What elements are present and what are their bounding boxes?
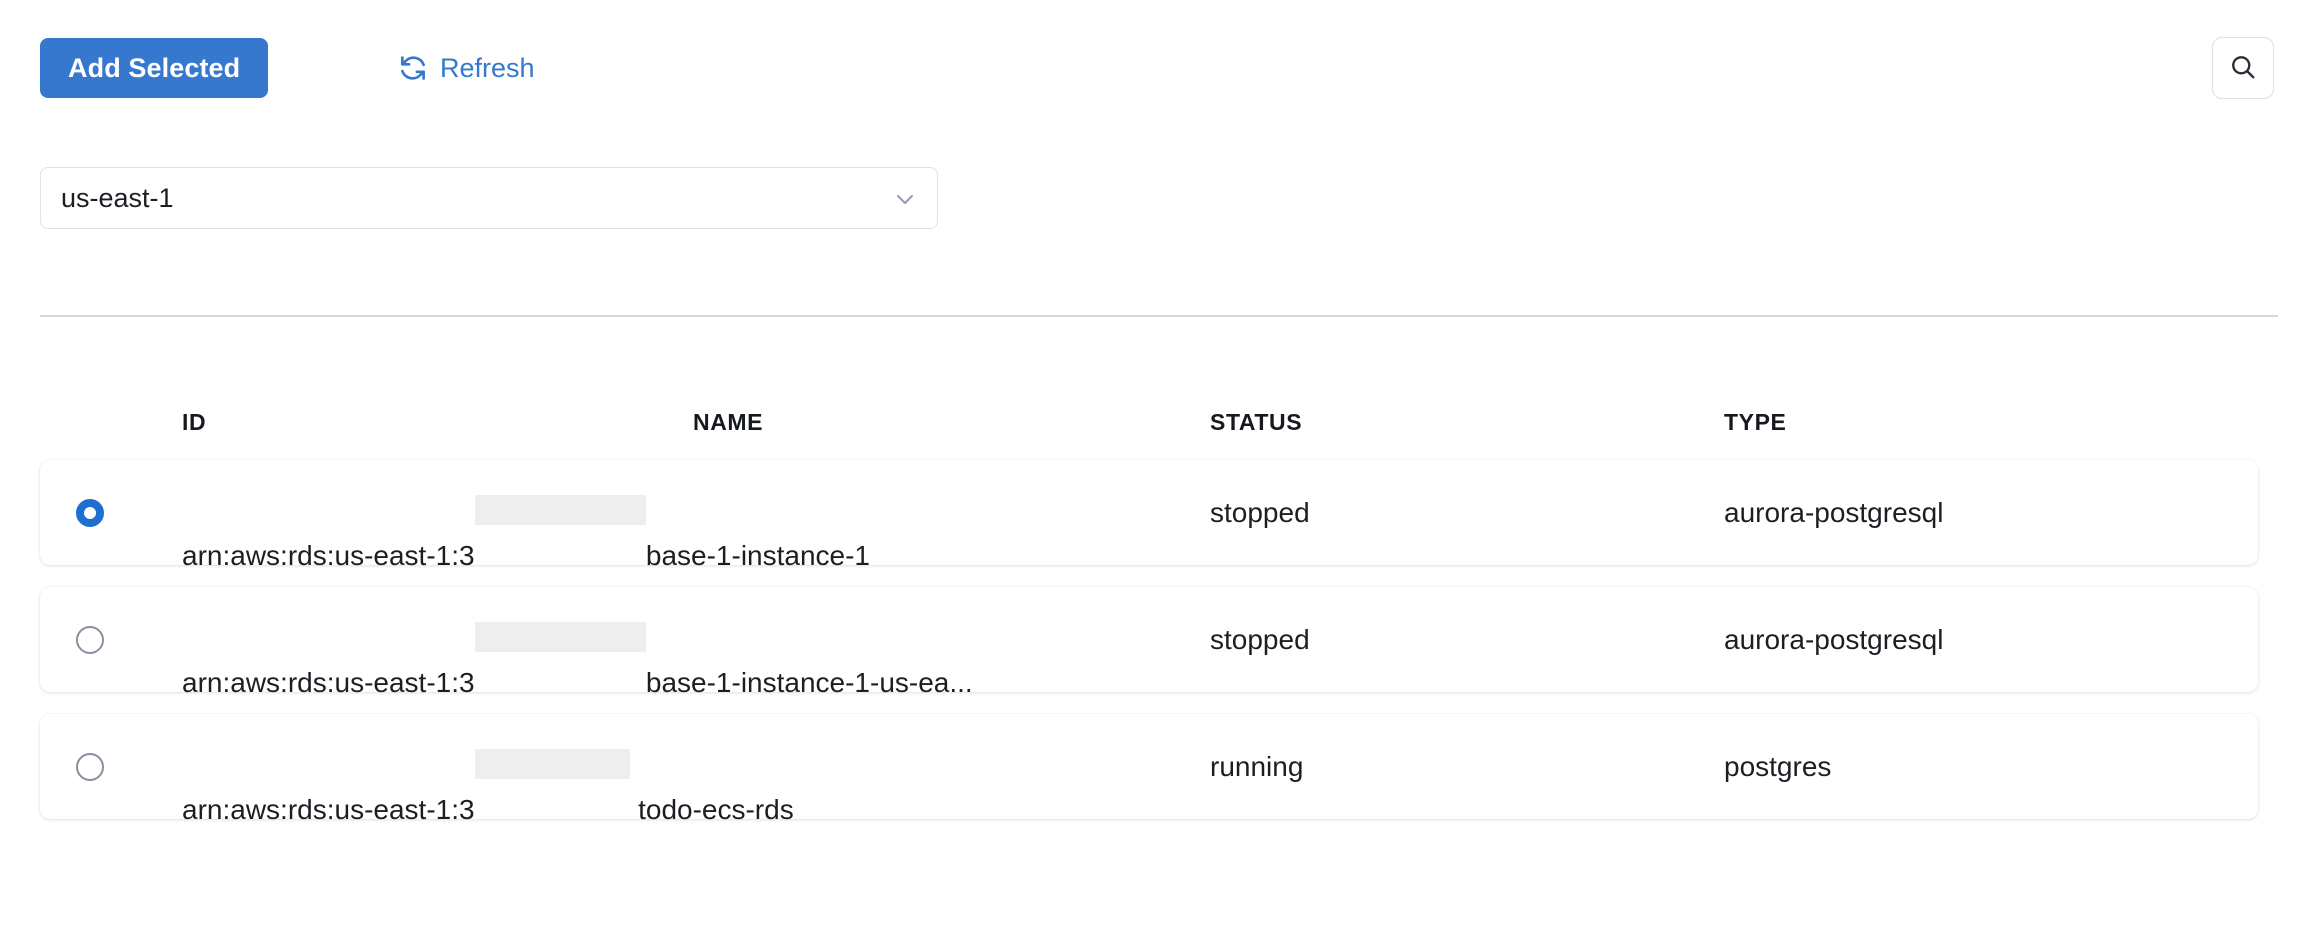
refresh-button[interactable]: Refresh	[398, 46, 535, 90]
region-select[interactable]: us-east-1	[40, 167, 938, 229]
toolbar: Add Selected Refresh	[0, 0, 2298, 120]
cell-status: stopped	[1210, 624, 1310, 655]
table-body: arn:aws:rds:us-east-1:397319012345973190…	[0, 460, 2298, 825]
row-radio-cell[interactable]	[55, 587, 125, 692]
arn-redacted-account-id: 9731901234597319012345	[474, 460, 646, 565]
row-radio-cell[interactable]	[55, 714, 125, 819]
arn-redacted-ghost: 97319012345	[474, 624, 646, 655]
search-button[interactable]	[2212, 37, 2274, 99]
radio-unselected-icon[interactable]	[76, 625, 104, 654]
instances-table: ID NAME STATUS TYPE arn:aws:rds:us-east-…	[0, 395, 2298, 841]
refresh-label: Refresh	[440, 52, 535, 83]
table-header: ID NAME STATUS TYPE	[0, 395, 2298, 460]
column-header-type: TYPE	[1724, 409, 1787, 435]
cell-id: arn:aws:rds:us-east-1:397319012345973190…	[182, 460, 870, 571]
refresh-icon	[398, 53, 428, 83]
add-selected-button[interactable]: Add Selected	[40, 38, 269, 98]
search-icon	[2228, 52, 2258, 85]
cell-status: running	[1210, 751, 1304, 782]
radio-unselected-icon[interactable]	[76, 752, 104, 781]
arn-prefix: arn:aws:rds:us-east-1:3	[182, 667, 475, 698]
cell-status: stopped	[1210, 497, 1310, 528]
arn-suffix: todo-ecs-rds	[630, 794, 794, 825]
arn-redacted-ghost: 9731901234	[474, 751, 631, 782]
chevron-down-icon	[893, 187, 917, 211]
region-select-value: us-east-1	[61, 183, 174, 213]
table-row[interactable]: arn:aws:rds:us-east-1:397319012349731901…	[40, 714, 2258, 825]
cell-type: aurora-postgresql	[1724, 624, 1944, 655]
column-header-name: NAME	[693, 409, 764, 435]
arn-redacted-ghost: 97319012345	[474, 497, 646, 528]
radio-selected-icon[interactable]	[76, 498, 104, 527]
section-divider	[40, 315, 2278, 317]
cell-type: postgres	[1724, 751, 1832, 782]
arn-redacted-account-id: 9731901234597319012345	[474, 587, 646, 692]
arn-prefix: arn:aws:rds:us-east-1:3	[182, 794, 475, 825]
cell-type: aurora-postgresql	[1724, 497, 1944, 528]
table-row[interactable]: arn:aws:rds:us-east-1:397319012345973190…	[40, 460, 2258, 571]
arn-suffix: base-1-instance-1	[645, 540, 870, 571]
row-radio-cell[interactable]	[55, 460, 125, 565]
arn-prefix: arn:aws:rds:us-east-1:3	[182, 540, 475, 571]
cell-id: arn:aws:rds:us-east-1:397319012345973190…	[182, 587, 973, 698]
arn-redacted-account-id: 97319012349731901234	[474, 714, 631, 819]
column-header-id: ID	[182, 409, 207, 435]
cell-id: arn:aws:rds:us-east-1:397319012349731901…	[182, 714, 794, 825]
column-header-status: STATUS	[1210, 409, 1303, 435]
table-row[interactable]: arn:aws:rds:us-east-1:397319012345973190…	[40, 587, 2258, 698]
arn-suffix: base-1-instance-1-us-ea...	[645, 667, 973, 698]
